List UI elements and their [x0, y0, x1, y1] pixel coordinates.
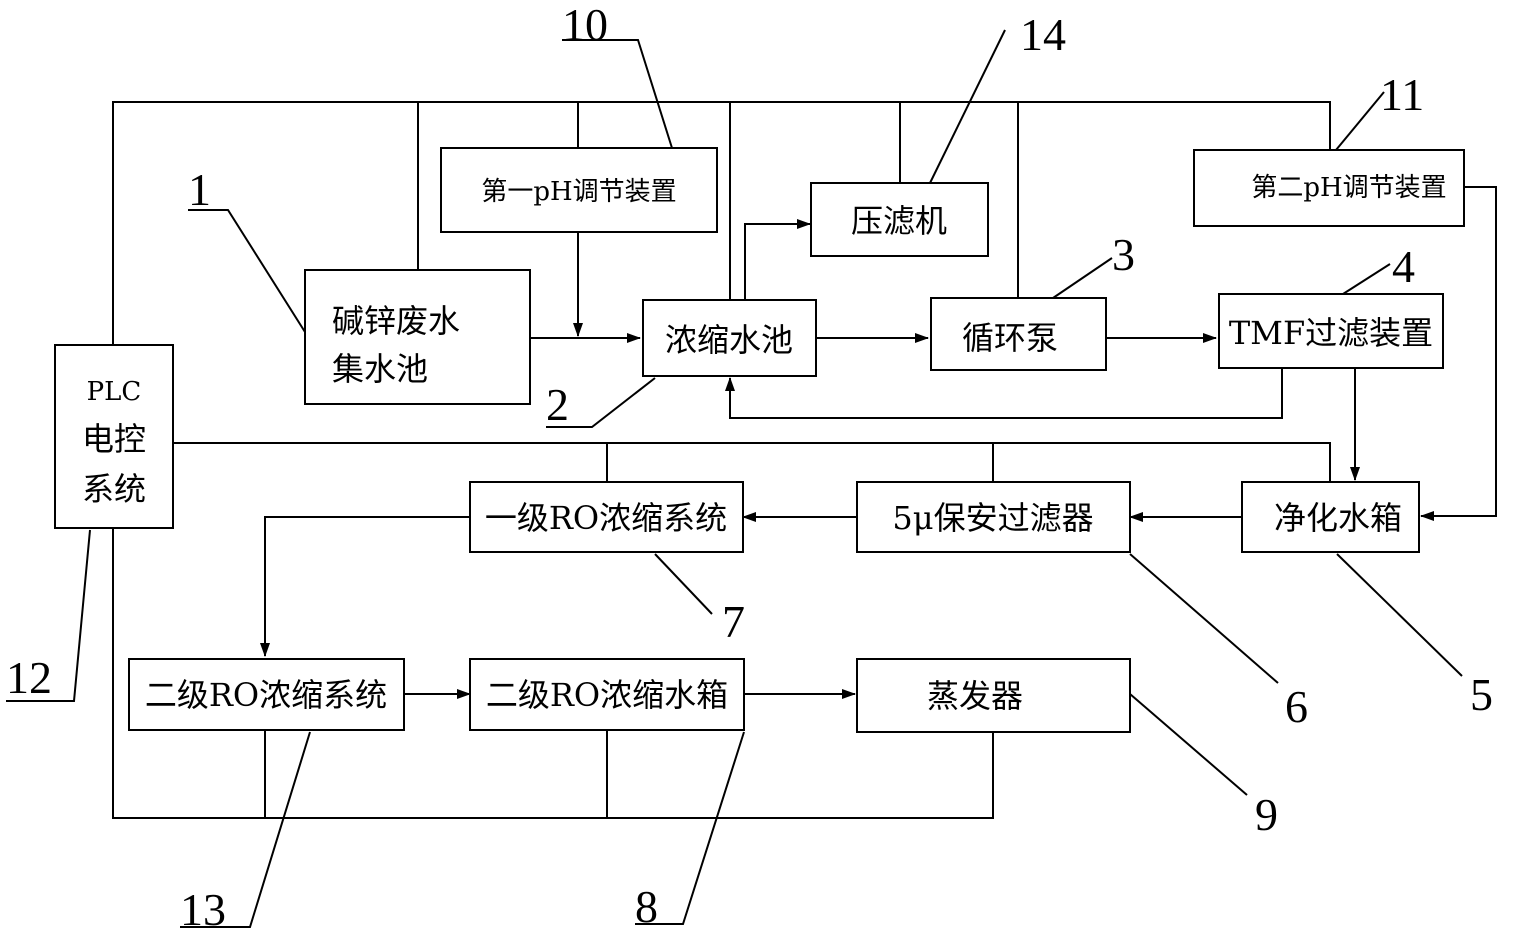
- control-bus-top: [112, 101, 1331, 345]
- box-12-plc-control: PLC 电控 系统: [54, 344, 174, 529]
- box-4-tmf-filter: TMF过滤装置: [1218, 293, 1444, 369]
- arrow-b2-to-b14: [744, 219, 811, 300]
- box-3-circulation-pump: 循环泵: [930, 297, 1107, 371]
- box-1-label-line2: 集水池: [332, 350, 428, 388]
- box-9-label: 蒸发器: [927, 677, 1023, 715]
- box-14-filter-press: 压滤机: [810, 182, 989, 257]
- box-7-label: 一级RO浓缩系统: [485, 499, 727, 537]
- arrow-b11-to-b5: [1420, 186, 1497, 521]
- box-12-label-line1: PLC: [87, 377, 142, 407]
- ref-number-4: 4: [1392, 241, 1415, 292]
- box-12-label-line3: 系统: [82, 470, 146, 508]
- box-1-label-line1: 碱锌废水: [332, 302, 460, 340]
- box-10-first-ph-adjuster: 第一pH调节装置: [440, 147, 718, 233]
- box-8-label: 二级RO浓缩水箱: [486, 676, 728, 714]
- box-13-second-stage-ro: 二级RO浓缩系统: [128, 658, 405, 731]
- ref-number-11: 11: [1380, 69, 1424, 120]
- box-5-label: 净化水箱: [1274, 499, 1402, 537]
- box-7-first-stage-ro: 一级RO浓缩系统: [469, 481, 744, 553]
- ref-number-6: 6: [1285, 681, 1308, 732]
- box-9-evaporator: 蒸发器: [856, 658, 1131, 733]
- ref-number-1: 1: [188, 164, 211, 215]
- box-5-purified-water-tank: 净化水箱: [1241, 481, 1420, 553]
- box-4-label: TMF过滤装置: [1229, 314, 1433, 352]
- ref-number-8: 8: [635, 881, 658, 932]
- flow-arrows: [260, 186, 1497, 699]
- arrow-b7-to-b13: [260, 516, 470, 657]
- box-3-label: 循环泵: [962, 319, 1058, 357]
- arrow-b4-return-b2: [725, 368, 1283, 419]
- control-bus-middle: [173, 442, 1331, 482]
- ref-number-9: 9: [1255, 789, 1278, 840]
- box-2-concentrate-pool: 浓缩水池: [642, 299, 817, 377]
- box-11-label: 第二pH调节装置: [1251, 173, 1446, 203]
- box-13-label: 二级RO浓缩系统: [145, 676, 387, 714]
- box-6-label: 5μ保安过滤器: [892, 499, 1093, 537]
- ref-number-2: 2: [546, 379, 569, 430]
- ref-number-5: 5: [1470, 669, 1493, 720]
- ref-number-3: 3: [1112, 229, 1135, 280]
- reference-numbers: 1 2 3 4 5 6 7 8 9 10 11 12 13 14: [6, 0, 1493, 935]
- box-8-second-stage-ro-tank: 二级RO浓缩水箱: [469, 658, 745, 731]
- ref-number-12: 12: [6, 652, 52, 703]
- box-10-label: 第一pH调节装置: [481, 177, 676, 207]
- ref-number-14: 14: [1020, 9, 1066, 60]
- ref-number-10: 10: [562, 0, 608, 50]
- box-2-label: 浓缩水池: [665, 321, 793, 359]
- box-11-second-ph-adjuster: 第二pH调节装置: [1193, 149, 1465, 227]
- box-6-security-filter: 5μ保安过滤器: [856, 481, 1131, 553]
- control-bus-bottom: [112, 528, 994, 819]
- ref-number-7: 7: [722, 596, 745, 647]
- box-14-label: 压滤机: [851, 202, 947, 240]
- box-1-alkaline-zinc-wastewater-tank: 碱锌废水 集水池: [304, 269, 531, 405]
- box-12-label-line2: 电控: [82, 420, 146, 458]
